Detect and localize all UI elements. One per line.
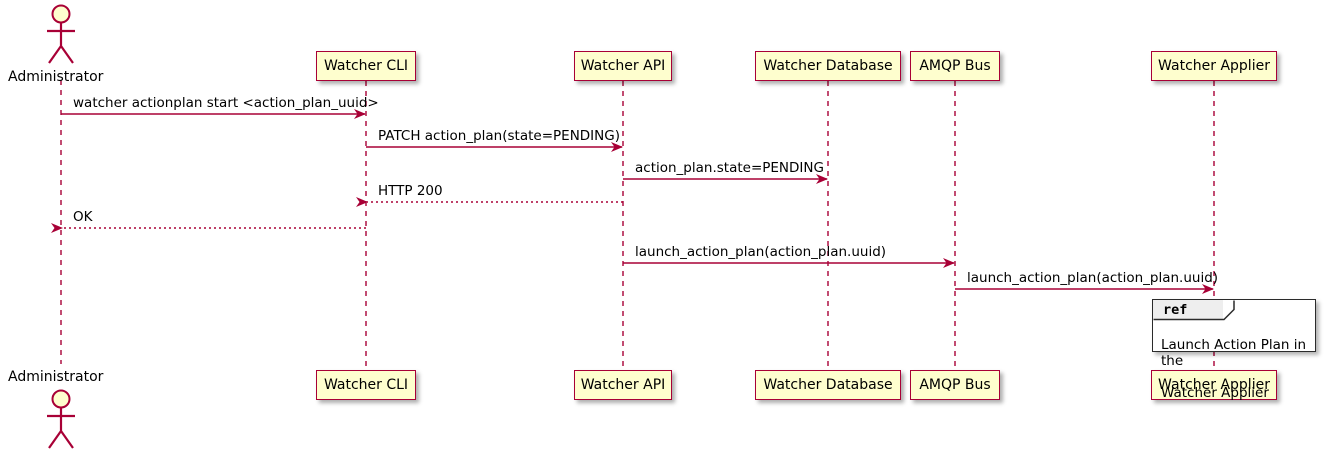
message-label: PATCH action_plan(state=PENDING) [378, 128, 620, 144]
message-label: launch_action_plan(action_plan.uuid) [967, 270, 1219, 286]
participant-label: Watcher Database [763, 377, 893, 393]
participant-label: Watcher Applier [1158, 58, 1270, 74]
actor-figure [47, 389, 75, 449]
actor-figures-group [47, 4, 75, 449]
participant-watcher-cli-top[interactable]: Watcher CLI [316, 51, 416, 81]
participant-label: Watcher Applier [1158, 377, 1270, 393]
participant-label: Watcher API [580, 377, 666, 393]
participant-label: AMQP Bus [919, 377, 991, 393]
participant-label: Watcher CLI [323, 58, 409, 74]
ref-fragment-line-1: Launch Action Plan in the [1161, 337, 1307, 369]
ref-fragment: ref Launch Action Plan in the Watcher Ap… [1152, 299, 1316, 401]
participant-watcher-api-bottom[interactable]: Watcher API [574, 370, 672, 400]
participant-label: Watcher CLI [323, 377, 409, 393]
lifelines-group [60, 80, 1215, 370]
messages-group [51, 109, 1214, 294]
ref-fragment-body: Launch Action Plan in the Watcher Applie… [1161, 321, 1315, 401]
message-label: HTTP 200 [378, 183, 443, 199]
participant-watcher-applier-bottom[interactable]: Watcher Applier [1151, 370, 1277, 400]
message-label: launch_action_plan(action_plan.uuid) [635, 244, 887, 260]
ref-fragment-tab-outline [1153, 300, 1235, 320]
participant-label: Watcher API [580, 58, 666, 74]
participant-amqp-bus-top[interactable]: AMQP Bus [910, 51, 1000, 81]
participant-watcher-api-top[interactable]: Watcher API [574, 51, 672, 81]
message-label: watcher actionplan start <action_plan_uu… [73, 95, 379, 111]
participant-label: Watcher Database [763, 58, 893, 74]
participant-watcher-cli-bottom[interactable]: Watcher CLI [316, 370, 416, 400]
participant-watcher-applier-top[interactable]: Watcher Applier [1151, 51, 1277, 81]
actor-figure [47, 4, 75, 64]
actor-label-top[interactable]: Administrator [8, 69, 104, 85]
message-label: action_plan.state=PENDING [635, 160, 824, 176]
actor-label-bottom[interactable]: Administrator [8, 369, 104, 385]
participant-label: AMQP Bus [919, 58, 991, 74]
participant-amqp-bus-bottom[interactable]: AMQP Bus [910, 370, 1000, 400]
participant-watcher-database-bottom[interactable]: Watcher Database [755, 370, 901, 400]
ref-fragment-line-2: Watcher Applier [1161, 385, 1269, 401]
message-label: OK [73, 209, 93, 225]
participant-watcher-database-top[interactable]: Watcher Database [755, 51, 901, 81]
ref-fragment-tab-label: ref [1153, 300, 1223, 319]
